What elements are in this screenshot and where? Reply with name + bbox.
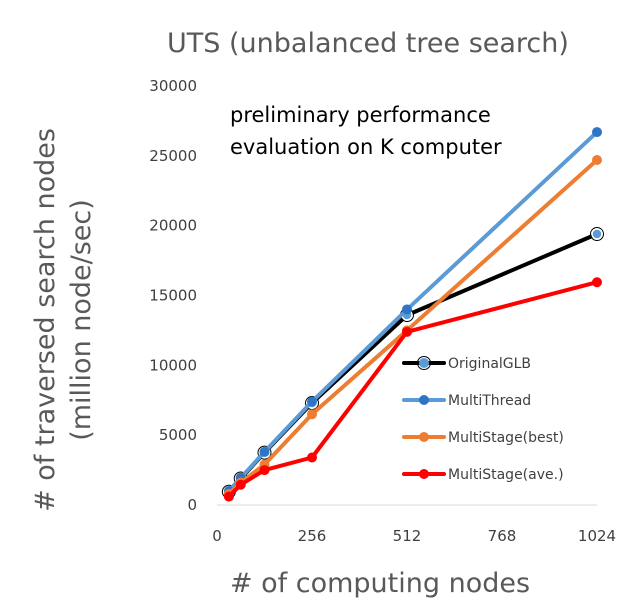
data-point — [402, 304, 412, 315]
annotation-line-2: evaluation on K computer — [230, 135, 502, 159]
y-tick-label: 25000 — [149, 147, 197, 165]
series-layer — [221, 127, 604, 502]
y-tick-label: 10000 — [149, 356, 197, 374]
data-point — [223, 491, 234, 502]
y-tick-label: 20000 — [149, 217, 197, 235]
legend-swatch-marker — [419, 358, 429, 368]
y-tick-label: 5000 — [159, 426, 197, 444]
data-point — [307, 409, 317, 420]
y-tick-label: 30000 — [149, 77, 197, 95]
y-axis-title-line-1: # of traversed search nodes — [30, 128, 61, 512]
x-tick-label: 1024 — [578, 527, 616, 545]
x-axis-title: # of computing nodes — [230, 568, 530, 599]
legend-item: OriginalGLB — [402, 356, 531, 372]
series-multistage-ave — [223, 277, 602, 502]
legend-label: MultiThread — [448, 393, 531, 409]
data-point — [259, 465, 270, 476]
annotation-line-1: preliminary performance — [230, 103, 491, 127]
data-point — [235, 479, 246, 490]
legend-label: MultiStage(best) — [448, 430, 564, 446]
x-tick-label: 256 — [298, 527, 327, 545]
legend-swatch-marker — [419, 469, 429, 479]
legend-item: MultiThread — [402, 393, 531, 409]
x-tick-label: 0 — [212, 527, 222, 545]
legend-item: MultiStage(ave.) — [402, 467, 564, 483]
x-tick-label: 768 — [488, 527, 517, 545]
data-point — [592, 127, 602, 138]
legend-item: MultiStage(best) — [402, 430, 564, 446]
tick-labels: 0 5000 10000 15000 20000 25000 30000 0 256 512 768… — [149, 77, 616, 545]
data-point-outline — [590, 227, 604, 242]
y-axis-title-line-2: (million node/sec) — [66, 199, 97, 441]
data-point — [592, 277, 602, 288]
data-point — [307, 396, 317, 407]
data-point — [259, 446, 270, 457]
y-axis-title: # of traversed search nodes (million nod… — [30, 128, 97, 512]
legend-swatch-marker — [419, 395, 429, 405]
legend-label: OriginalGLB — [448, 356, 531, 372]
x-tick-label: 512 — [393, 527, 422, 545]
y-tick-label: 15000 — [149, 287, 197, 305]
chart-title: UTS (unbalanced tree search) — [167, 28, 569, 59]
data-point — [307, 452, 317, 463]
series-multistage-best — [223, 155, 602, 499]
data-point-outline — [257, 445, 272, 460]
legend-swatch-outline — [417, 356, 431, 370]
data-point — [592, 155, 602, 166]
data-point — [591, 228, 603, 240]
data-point — [402, 326, 412, 337]
legend-label: MultiStage(ave.) — [448, 467, 564, 483]
y-tick-label: 0 — [187, 496, 197, 514]
legend-swatch-marker — [419, 432, 429, 442]
